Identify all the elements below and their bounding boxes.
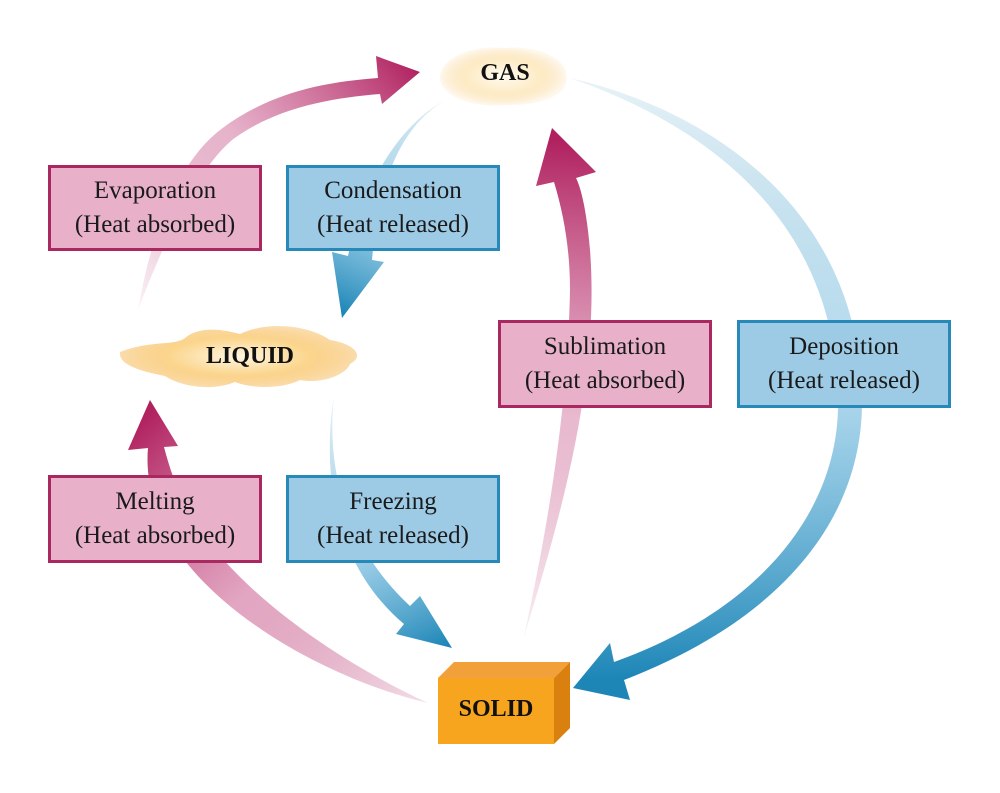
deposition-heat: (Heat released): [768, 367, 920, 394]
melting-name: Melting: [115, 488, 195, 515]
state-liquid-label: LIQUID: [205, 343, 295, 369]
condensation-arrow: [332, 100, 445, 318]
deposition-box: Deposition (Heat released): [737, 320, 951, 408]
liquid-puddle: [119, 326, 358, 388]
evaporation-box: Evaporation (Heat absorbed): [48, 165, 262, 251]
state-gas-label: GAS: [480, 60, 530, 86]
condensation-heat: (Heat released): [317, 211, 469, 238]
evaporation-name: Evaporation: [93, 177, 217, 204]
solid-block-side: [554, 662, 570, 744]
solid-block-front: [438, 678, 554, 744]
sublimation-box: Sublimation (Heat absorbed): [498, 320, 712, 408]
evaporation-heat: (Heat absorbed): [74, 211, 236, 238]
melting-box: Melting (Heat absorbed): [48, 475, 262, 563]
gas-cloud: [439, 47, 567, 106]
melting-heat: (Heat absorbed): [74, 522, 236, 549]
condensation-box: Condensation (Heat released): [286, 165, 500, 251]
freezing-name: Freezing: [349, 488, 437, 515]
freezing-heat: (Heat released): [317, 522, 469, 549]
condensation-name: Condensation: [324, 177, 462, 204]
deposition-name: Deposition: [789, 333, 899, 360]
sublimation-arrow: [523, 128, 596, 640]
sublimation-heat: (Heat absorbed): [524, 367, 686, 394]
sublimation-name: Sublimation: [543, 333, 667, 360]
freezing-box: Freezing (Heat released): [286, 475, 500, 563]
freezing-arrow: [329, 395, 452, 648]
state-solid-label: SOLID: [458, 696, 534, 722]
solid-block-top: [438, 662, 570, 678]
deposition-arrow: [570, 78, 863, 700]
